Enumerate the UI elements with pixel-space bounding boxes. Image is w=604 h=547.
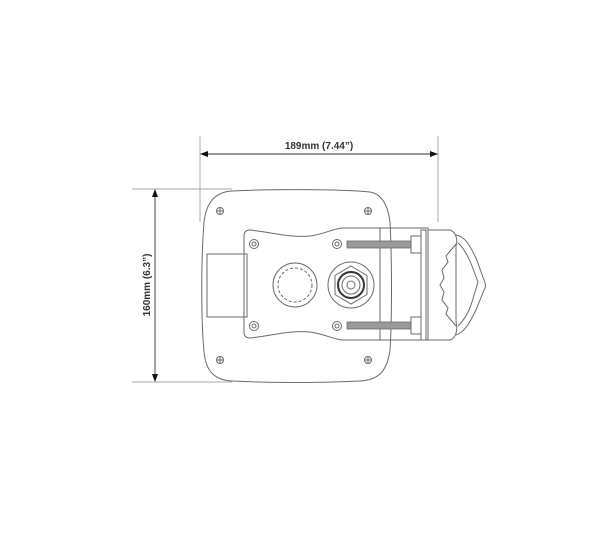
arrow-right-icon [430,151,438,157]
cable-gland [327,261,375,309]
screw-icon [216,356,224,364]
inner-screw-icon [332,321,342,331]
extension-lines [132,136,439,383]
width-dimension: 189mm (7.44”) [200,141,438,157]
screw-icon [216,207,224,215]
height-dimension: 160mm (6.3”) [142,189,158,382]
clamp-bracket [427,229,486,341]
threaded-rods [346,229,427,341]
width-label: 189mm (7.44”) [285,141,353,152]
arrow-down-icon [152,374,158,382]
inner-screw-icon [249,321,259,331]
knurled-connector [272,262,318,308]
screw-icon [364,207,372,215]
arrow-left-icon [200,151,208,157]
screw-icon [364,356,372,364]
housing [201,189,392,383]
height-label: 160mm (6.3”) [142,254,153,317]
inner-screw-icon [332,239,342,249]
side-tab [206,253,248,318]
inner-screw-icon [249,239,259,249]
arrow-up-icon [152,189,158,197]
